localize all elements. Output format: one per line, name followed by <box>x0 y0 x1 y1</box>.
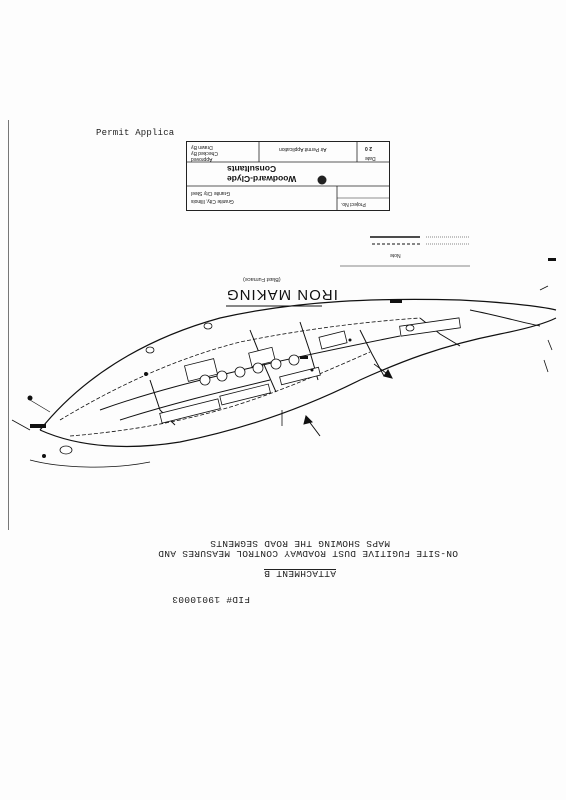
legend-symbols <box>226 236 470 307</box>
north-arrow <box>281 363 393 437</box>
caption-line-2: ON-SITE FUGITIVE DUST ROADWAY CONTROL ME… <box>158 548 459 559</box>
attachment-label: ATTACHMENT B <box>264 568 337 579</box>
scan-margin-line <box>8 120 9 530</box>
map-markers <box>27 258 556 458</box>
facility-id: FID# 19010003 <box>172 594 251 605</box>
site-boundary <box>11 298 557 468</box>
title-block-grid <box>187 142 389 210</box>
document-header-label: Permit Applica <box>96 128 175 138</box>
plant-structures <box>59 317 461 455</box>
road-segments <box>99 309 541 426</box>
title-block: Drawn By Checked By Approved Air Permit … <box>186 141 390 211</box>
edge-annotations <box>539 285 553 373</box>
